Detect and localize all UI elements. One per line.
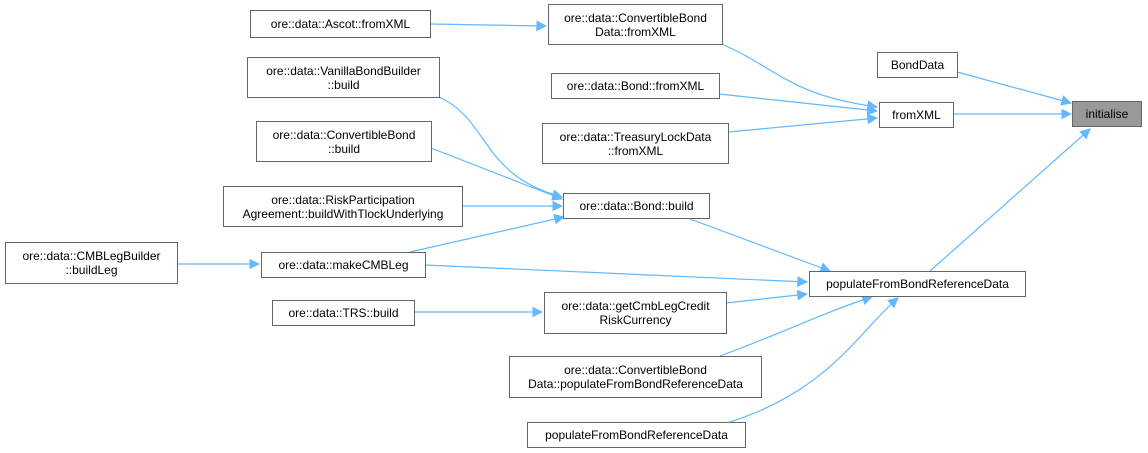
node-label: ore::data::TreasuryLockData: [559, 129, 712, 144]
edge-bondfromxml-fromxml: [718, 93, 879, 116]
node-label: initialise: [1085, 107, 1129, 121]
node-label: ore::data::Bond::fromXML: [566, 79, 705, 93]
node-label: ::build: [327, 77, 360, 92]
node-label: fromXML: [892, 108, 941, 122]
node-label: Agreement::buildWithTlockUnderlying: [242, 206, 444, 221]
node-label: ore::data::Bond::build: [579, 199, 694, 213]
node-label: Data::populateFromBondReferenceData: [528, 377, 743, 391]
node-label: ::buildLeg: [65, 263, 118, 277]
node-label: ore::data::ConvertibleBond: [564, 10, 707, 25]
node-label: ::fromXML: [607, 143, 664, 158]
node-vanilla-bond-builder-build[interactable]: ore::data::VanillaBondBuilder::build: [247, 57, 440, 98]
node-label: RiskCurrency: [599, 313, 672, 327]
node-cmb-leg-builder-buildleg[interactable]: ore::data::CMBLegBuilder::buildLeg: [5, 242, 178, 284]
node-make-cmb-leg[interactable]: ore::data::makeCMBLeg: [261, 252, 426, 278]
node-label: ::build: [327, 141, 361, 156]
node-bonddata[interactable]: BondData: [877, 52, 958, 78]
node-convertible-bond-build[interactable]: ore::data::ConvertibleBond::build: [256, 121, 432, 162]
node-label: ore::data::Ascot::fromXML: [270, 17, 411, 31]
node-label: Data::fromXML: [595, 24, 676, 39]
node-label: ore::data::getCmbLegCredit: [561, 299, 710, 313]
node-label: ore::data::makeCMBLeg: [278, 258, 409, 272]
edge-vanilla-bondbuild: [438, 96, 564, 200]
node-label: ore::data::RiskParticipation: [271, 192, 415, 207]
edge-getcmb-populate: [725, 289, 809, 304]
node-treasury-lock-data-fromxml[interactable]: ore::data::TreasuryLockData::fromXML: [542, 123, 729, 164]
edge-bondbuild-populate: [689, 218, 832, 273]
node-label: ore::data::TRS::build: [288, 306, 399, 320]
node-populate-from-bond-reference-data-caller[interactable]: populateFromBondReferenceData: [527, 422, 746, 448]
edge-makecmbleg-populate: [424, 264, 809, 287]
node-initialise[interactable]: initialise: [1072, 101, 1142, 127]
node-populate-from-bond-reference-data[interactable]: populateFromBondReferenceData: [809, 271, 1026, 297]
edge-makecmbleg-bondbuild: [409, 213, 566, 253]
node-label: ore::data::CMBLegBuilder: [22, 249, 161, 263]
edge-populate2-populate: [729, 297, 899, 423]
node-fromxml[interactable]: fromXML: [879, 102, 954, 128]
edge-ascot-cbdfromxml: [429, 20, 548, 32]
node-label: ore::data::ConvertibleBond: [564, 363, 707, 377]
node-bond-fromxml[interactable]: ore::data::Bond::fromXML: [551, 73, 720, 99]
edge-treasury-fromxml: [727, 113, 879, 133]
edge-cbdfromxml-fromxml: [721, 43, 879, 112]
node-label: ore::data::ConvertibleBond: [272, 127, 416, 142]
node-label: populateFromBondReferenceData: [826, 277, 1009, 291]
node-bond-build[interactable]: ore::data::Bond::build: [563, 193, 710, 219]
node-label: BondData: [890, 58, 945, 72]
node-label: ore::data::VanillaBondBuilder: [266, 63, 421, 78]
edge-cbbuild-bondbuild: [430, 147, 564, 201]
edge-cbdpopulate-populate: [719, 294, 874, 357]
node-ascot-fromxml[interactable]: ore::data::Ascot::fromXML: [250, 10, 431, 38]
edge-populate-initialise: [929, 128, 1091, 272]
edge-bonddata-initialise: [956, 71, 1073, 106]
node-label: populateFromBondReferenceData: [545, 428, 728, 442]
node-trs-build[interactable]: ore::data::TRS::build: [272, 300, 415, 326]
